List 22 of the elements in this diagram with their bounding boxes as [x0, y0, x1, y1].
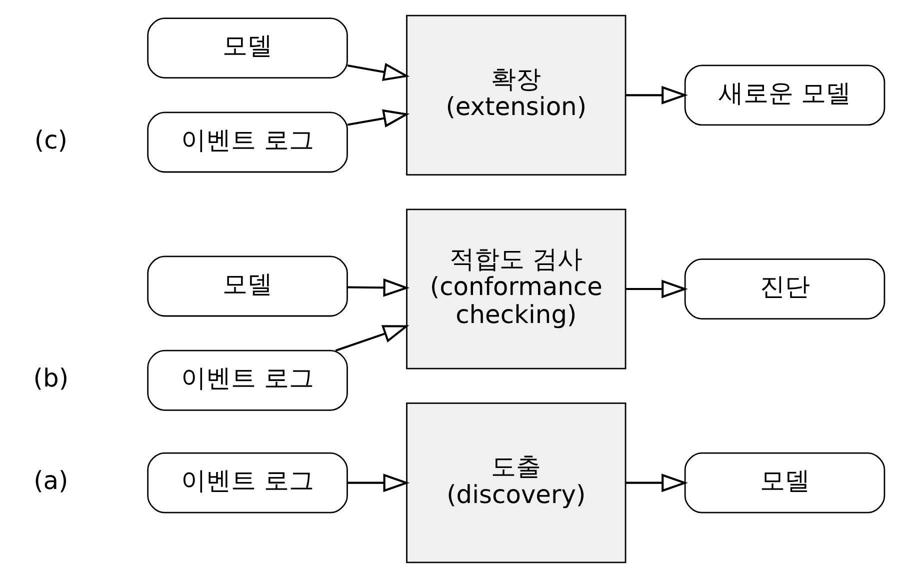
arrow: [626, 473, 688, 492]
arrow: [626, 279, 688, 298]
node-box: 이벤트 로그: [147, 452, 348, 513]
arrow: [335, 324, 410, 352]
node-box: 적합도 검사 (conformance checking): [406, 208, 626, 369]
label: (b): [33, 362, 69, 392]
arrow: [347, 108, 410, 127]
arrow: [626, 85, 688, 104]
label: (a): [34, 465, 68, 494]
arrow: [348, 278, 410, 296]
node-box: 확장 (extension): [406, 14, 626, 175]
node-box: 모델: [147, 255, 348, 316]
node-box: 도출 (discovery): [406, 402, 626, 563]
node-box: 모델: [147, 17, 348, 78]
node-box: 이벤트 로그: [147, 349, 348, 410]
label: (c): [34, 124, 68, 154]
arrow: [347, 62, 410, 81]
node-box: 새로운 모델: [684, 64, 886, 126]
arrow: [348, 473, 410, 492]
node-box: 모델: [684, 452, 886, 513]
node-box: 이벤트 로그: [147, 111, 348, 172]
node-box: 진단: [684, 258, 886, 319]
